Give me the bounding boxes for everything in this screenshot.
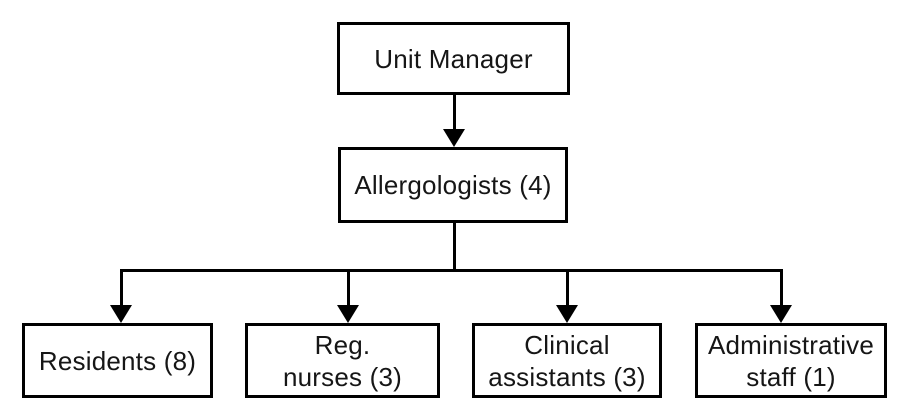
node-allergologists: Allergologists (4) <box>338 147 568 223</box>
connector-reg-nurses-line <box>346 271 350 308</box>
connector-administrative-staff-line <box>779 271 783 308</box>
arrowhead-down-icon <box>443 129 465 147</box>
node-administrative-staff: Administrative staff (1) <box>695 323 887 398</box>
node-reg-nurses-label-line1: Reg. <box>314 329 371 360</box>
node-clinical-assistants-label-line2: assistants (3) <box>488 361 646 392</box>
node-allergologists-label: Allergologists (4) <box>354 170 552 200</box>
connector-unitmanager-allergologists-line <box>452 94 456 132</box>
node-administrative-staff-label-line1: Administrative <box>707 329 875 360</box>
node-reg-nurses-label-line2: nurses (3) <box>282 361 403 392</box>
arrowhead-down-icon <box>337 305 359 323</box>
node-unit-manager-label: Unit Manager <box>374 43 533 74</box>
arrowhead-down-icon <box>556 305 578 323</box>
node-administrative-staff-label-line2: staff (1) <box>746 361 836 392</box>
node-residents: Residents (8) <box>22 323 213 398</box>
node-unit-manager: Unit Manager <box>337 22 570 95</box>
connector-allergologists-stem-line <box>452 221 456 272</box>
node-reg-nurses: Reg. nurses (3) <box>245 323 440 398</box>
connector-residents-line <box>119 271 123 308</box>
node-residents-label: Residents (8) <box>38 345 197 376</box>
node-clinical-assistants: Clinical assistants (3) <box>472 323 662 398</box>
connector-clinical-assistants-line <box>565 271 569 308</box>
arrowhead-down-icon <box>770 305 792 323</box>
node-clinical-assistants-label-line1: Clinical <box>524 329 610 360</box>
connector-horizontal-bar-line <box>119 269 783 272</box>
arrowhead-down-icon <box>110 305 132 323</box>
